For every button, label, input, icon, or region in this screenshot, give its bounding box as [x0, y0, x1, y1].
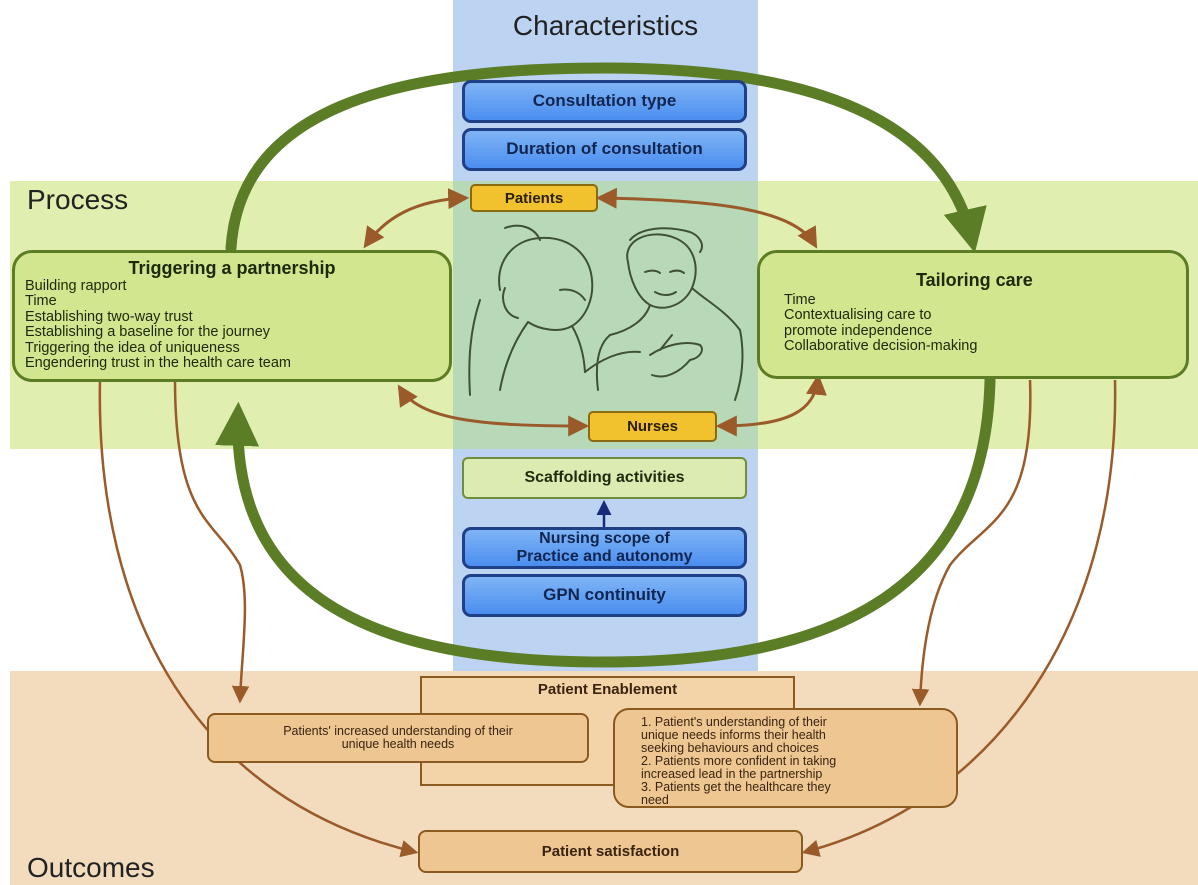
understanding-box: Patients' increased understanding of the…	[207, 713, 589, 763]
nurses-box: Nurses	[588, 411, 717, 442]
enablement-detail: increased lead in the partnership	[641, 767, 823, 781]
consultation-type-box: Consultation type	[462, 80, 747, 123]
enablement-detail: unique needs informs their health	[641, 728, 826, 742]
duration-label: Duration of consultation	[506, 139, 703, 159]
triggering-item: Establishing two-way trust	[25, 308, 193, 325]
scope-box: Nursing scope of Practice and autonomy	[462, 527, 747, 569]
outcomes-title: Outcomes	[27, 852, 155, 883]
tailoring-title: Tailoring care	[916, 270, 1033, 290]
enablement-detail: need	[641, 793, 669, 807]
triggering-item: Establishing a baseline for the journey	[25, 324, 271, 340]
triggering-item: Time	[25, 293, 57, 309]
scaffolding-label: Scaffolding activities	[524, 469, 685, 486]
enablement-detail: 2. Patients more confident in taking	[641, 754, 837, 768]
enablement-details-box: 1. Patient's understanding of their uniq…	[613, 708, 958, 808]
process-title: Process	[27, 184, 129, 215]
patient-satisfaction-box: Patient satisfaction	[418, 830, 803, 873]
triggering-item: Triggering the idea of uniqueness	[25, 339, 240, 356]
patients-box: Patients	[470, 184, 598, 212]
characteristics-title: Characteristics	[512, 10, 699, 41]
triggering-title: Triggering a partnership	[128, 258, 336, 278]
understanding-line-1: Patients' increased understanding of the…	[283, 724, 513, 738]
tailoring-item: Contextualising care to	[784, 307, 932, 323]
continuity-box: GPN continuity	[462, 574, 747, 617]
cycle-arrow-top	[225, 62, 987, 254]
cycle-arrow-bottom	[215, 374, 996, 668]
tailoring-item: Time	[784, 291, 816, 308]
understanding-line-2: unique health needs	[341, 737, 455, 751]
tailoring-care-box: Tailoring care Time Contextualising care…	[757, 250, 1189, 379]
triggering-item: Building rapport	[25, 277, 127, 294]
enablement-detail: seeking behaviours and choices	[641, 741, 819, 755]
scope-label-2: Practice and autonomy	[516, 548, 693, 565]
triggering-item: Engendering trust in the health care tea…	[25, 355, 291, 371]
patients-label: Patients	[504, 189, 564, 207]
scope-label-1: Nursing scope of	[539, 530, 670, 548]
tailoring-item: promote independence	[784, 322, 933, 339]
continuity-label: GPN continuity	[543, 585, 666, 605]
nurses-label: Nurses	[627, 418, 678, 435]
satisfaction-label: Patient satisfaction	[541, 843, 680, 860]
enablement-detail: 3. Patients get the healthcare they	[641, 780, 831, 794]
enablement-detail: 1. Patient's understanding of their	[641, 715, 827, 729]
duration-box: Duration of consultation	[462, 128, 747, 171]
enablement-title: Patient Enablement	[537, 681, 678, 698]
consultation-type-label: Consultation type	[532, 91, 677, 111]
tailoring-item: Collaborative decision-making	[784, 338, 978, 354]
triggering-partnership-box: Triggering a partnership Building rappor…	[12, 250, 452, 382]
scaffolding-box: Scaffolding activities	[462, 457, 747, 499]
